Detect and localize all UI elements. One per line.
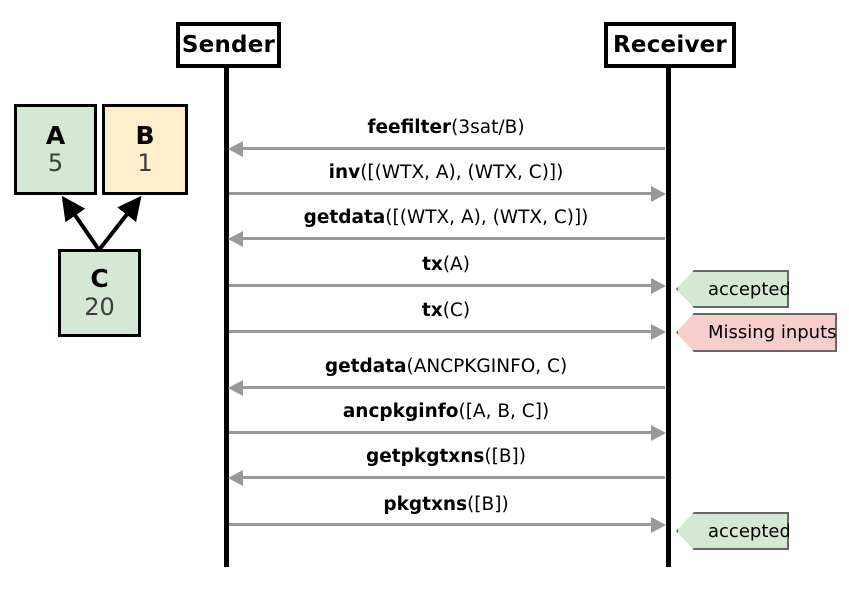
transaction-b-id: B <box>135 120 155 150</box>
message-5-args: (C) <box>442 300 471 321</box>
message-arrowhead-5 <box>651 323 666 340</box>
status-badge-accepted-1[interactable]: accepted <box>676 270 789 308</box>
message-label-6: getdata(ANCPKGINFO, C) <box>227 356 665 377</box>
message-9-command: pkgtxns <box>383 494 468 515</box>
message-4-args: (A) <box>442 254 470 275</box>
message-3-command: getdata <box>303 207 386 228</box>
message-6-command: getdata <box>324 356 407 377</box>
transaction-a-fee: 5 <box>47 149 64 178</box>
status-badge-missing-inputs[interactable]: Missing inputs <box>676 313 837 352</box>
message-label-4: tx(A) <box>227 254 665 275</box>
transaction-b-fee: 1 <box>137 149 153 178</box>
message-line-1 <box>232 147 665 150</box>
message-1-command: feefilter <box>367 117 452 138</box>
message-8-args: ([B]) <box>484 446 526 467</box>
message-label-5: tx(C) <box>227 300 665 321</box>
status-badge-missing-inputs-label: Missing inputs <box>708 322 837 343</box>
message-arrowhead-9 <box>651 516 666 533</box>
lifeline-receiver <box>666 66 671 567</box>
dependency-arrows <box>61 195 142 252</box>
lifeline-sender <box>224 66 229 567</box>
message-label-3: getdata([(WTX, A), (WTX, C)]) <box>227 207 665 228</box>
message-line-8 <box>232 476 665 479</box>
message-line-6 <box>232 386 665 389</box>
message-label-9: pkgtxns([B]) <box>227 494 665 515</box>
message-6-args: (ANCPKGINFO, C) <box>406 356 568 377</box>
message-arrowhead-1 <box>228 140 243 157</box>
transaction-c-id: C <box>90 264 109 294</box>
message-arrowhead-2 <box>651 185 666 202</box>
message-label-2: inv([(WTX, A), (WTX, C)]) <box>227 162 665 183</box>
status-badge-accepted-1-label: accepted <box>708 278 791 300</box>
message-9-args: ([B]) <box>467 494 509 515</box>
message-7-command: ancpkginfo <box>342 401 459 422</box>
status-badge-accepted-2-label: accepted <box>708 520 791 542</box>
message-2-args: ([(WTX, A), (WTX, C)]) <box>360 162 564 183</box>
participant-receiver-label: Receiver <box>613 32 727 58</box>
transaction-box-a[interactable]: A 5 <box>14 104 97 195</box>
message-4-command: tx <box>422 254 443 275</box>
message-label-1: feefilter(3sat/B) <box>227 117 665 138</box>
participant-receiver[interactable]: Receiver <box>604 22 736 68</box>
message-line-4 <box>229 284 662 287</box>
message-arrowhead-4 <box>651 277 666 294</box>
message-line-7 <box>229 431 662 434</box>
participant-sender[interactable]: Sender <box>176 22 281 68</box>
message-arrowhead-8 <box>228 469 243 486</box>
message-1-args: (3sat/B) <box>451 117 525 138</box>
message-2-command: inv <box>328 162 361 183</box>
message-label-7: ancpkginfo([A, B, C]) <box>227 401 665 422</box>
message-3-args: ([(WTX, A), (WTX, C)]) <box>385 207 589 228</box>
message-line-5 <box>229 330 662 333</box>
transaction-box-b[interactable]: B 1 <box>102 104 188 195</box>
participant-sender-label: Sender <box>181 32 276 58</box>
transaction-c-fee: 20 <box>84 292 115 321</box>
message-arrowhead-7 <box>651 424 666 441</box>
message-5-command: tx <box>421 300 443 321</box>
message-line-9 <box>229 523 662 526</box>
message-arrowhead-3 <box>228 230 243 247</box>
transaction-a-id: A <box>45 120 66 150</box>
message-label-8: getpkgtxns([B]) <box>227 446 665 467</box>
message-8-command: getpkgtxns <box>366 446 485 467</box>
transaction-box-c[interactable]: C 20 <box>58 249 141 337</box>
message-line-2 <box>229 192 662 195</box>
status-badge-accepted-2[interactable]: accepted <box>676 512 789 550</box>
message-line-3 <box>232 237 665 240</box>
message-arrowhead-6 <box>228 379 243 396</box>
message-7-args: ([A, B, C]) <box>458 401 550 422</box>
